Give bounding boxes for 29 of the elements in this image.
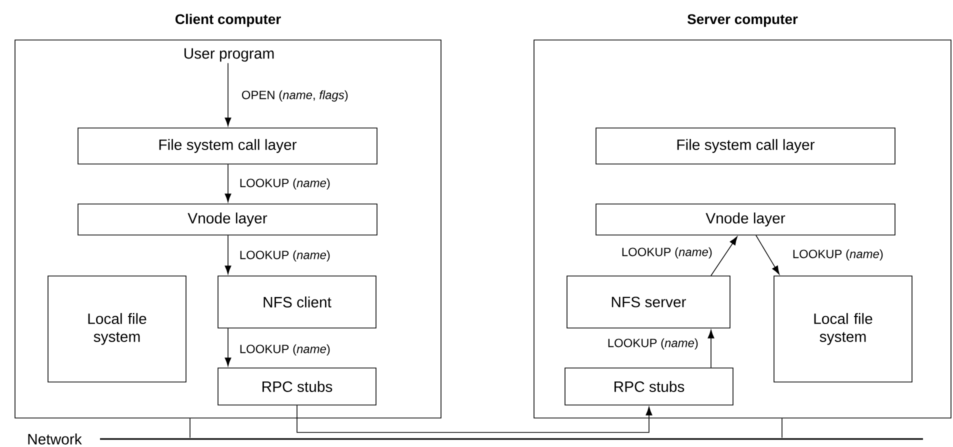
node-label: Client computer: [176, 14, 281, 27]
layer-box: Local file system: [48, 276, 186, 382]
edge-label: LOOKUP (name): [240, 344, 330, 356]
program-label: User program: [184, 48, 274, 62]
arrow: [710, 236, 738, 276]
network-line: Network: [28, 434, 923, 444]
edge-label: LOOKUP (name): [622, 247, 712, 259]
layer-box: File system call layer: [596, 128, 896, 164]
arrow: [756, 234, 780, 274]
arrow: [224, 164, 232, 202]
arrow: [708, 330, 714, 368]
edge-label: OPEN (name, flags): [242, 90, 348, 102]
arrow: [224, 62, 232, 126]
layer-box: Vnode layer: [596, 204, 896, 236]
edge-label: LOOKUP (name): [240, 178, 330, 190]
edge-label: LOOKUP (name): [793, 249, 883, 261]
layer-box: RPC stubs: [218, 368, 376, 406]
layer-box: RPC stubs: [564, 368, 734, 406]
layer-box: NFS server: [566, 276, 730, 328]
layer-box: Local file system: [774, 276, 912, 382]
layer-box: Vnode layer: [78, 204, 378, 236]
edge-label: LOOKUP (name): [240, 250, 330, 262]
arrow: [224, 328, 232, 366]
node-label: Server computer: [687, 14, 798, 27]
arrow: [296, 405, 652, 433]
edge-label: LOOKUP (name): [608, 338, 698, 350]
arrow: [224, 234, 232, 274]
layer-box: File system call layer: [78, 128, 378, 164]
layer-box: NFS client: [218, 276, 376, 328]
